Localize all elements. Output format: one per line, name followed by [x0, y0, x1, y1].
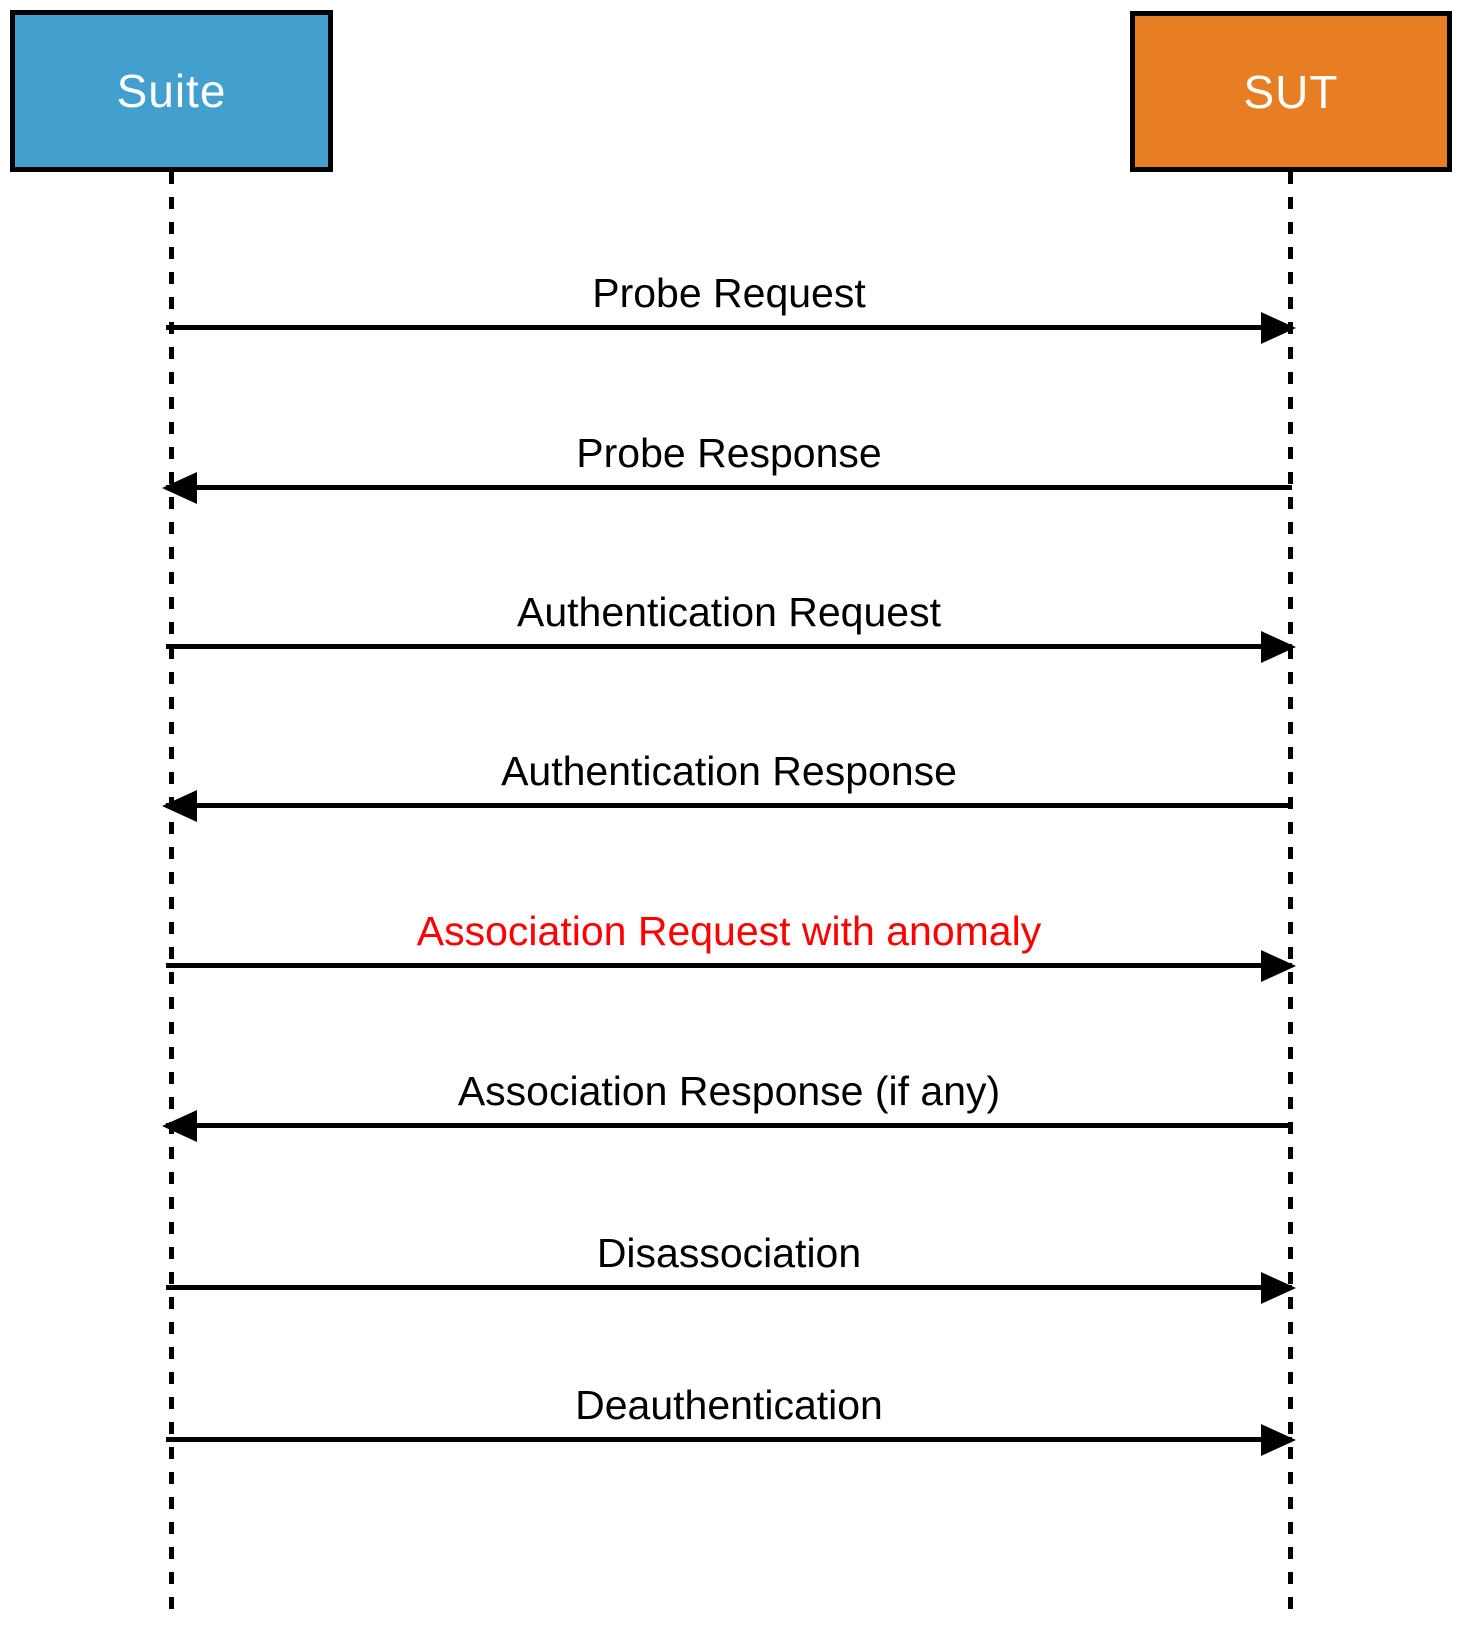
message-arrow	[166, 311, 1296, 344]
message-row-probe-request: Probe Request	[166, 268, 1296, 344]
message-row-authentication-response: Authentication Response	[162, 746, 1292, 822]
message-arrow	[162, 471, 1292, 504]
arrowhead-right-icon	[1261, 630, 1296, 663]
arrowhead-left-icon	[162, 1109, 197, 1142]
message-label: Authentication Response	[501, 748, 957, 794]
message-label: Association Request with anomaly	[416, 908, 1042, 954]
actor-label-sut: SUT	[1243, 65, 1339, 118]
message-label: Disassociation	[596, 1230, 862, 1276]
message-arrow	[166, 949, 1296, 982]
message-row-probe-response: Probe Response	[162, 428, 1292, 504]
message-arrow	[166, 1271, 1296, 1304]
message-row-association-response: Association Response (if any)	[162, 1066, 1292, 1142]
message-arrow	[162, 789, 1292, 822]
message-row-association-request-anomaly: Association Request with anomaly	[166, 906, 1296, 982]
actor-box-suite: Suite	[10, 10, 333, 172]
arrowhead-right-icon	[1261, 1423, 1296, 1456]
message-label: Association Response (if any)	[457, 1068, 1001, 1114]
message-arrow	[166, 630, 1296, 663]
lifeline-suite	[169, 172, 174, 1612]
message-label: Probe Request	[592, 270, 866, 316]
message-row-authentication-request: Authentication Request	[166, 587, 1296, 663]
arrowhead-right-icon	[1261, 949, 1296, 982]
lifeline-sut	[1288, 172, 1293, 1612]
message-arrow	[162, 1109, 1292, 1142]
message-label: Probe Response	[576, 430, 882, 476]
arrowhead-left-icon	[162, 471, 197, 504]
message-label: Deauthentication	[575, 1382, 883, 1428]
arrowhead-right-icon	[1261, 1271, 1296, 1304]
message-label: Authentication Request	[517, 589, 941, 635]
message-arrow	[166, 1423, 1296, 1456]
actor-box-sut: SUT	[1130, 11, 1452, 172]
message-row-disassociation: Disassociation	[166, 1228, 1296, 1304]
actor-label-suite: Suite	[116, 65, 227, 117]
arrowhead-left-icon	[162, 789, 197, 822]
arrowhead-right-icon	[1261, 311, 1296, 344]
message-row-deauthentication: Deauthentication	[166, 1380, 1296, 1456]
